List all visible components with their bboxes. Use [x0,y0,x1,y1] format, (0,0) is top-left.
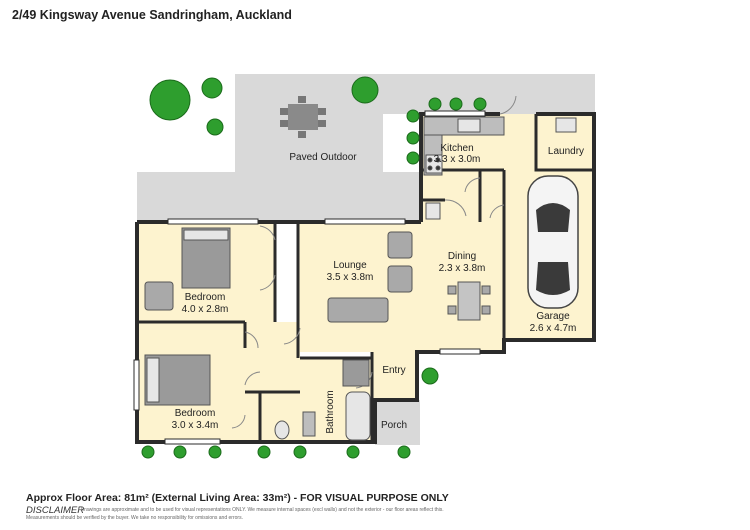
toilet [274,420,290,440]
porch-paving [375,400,420,445]
lounge-label: Lounge [333,260,367,271]
bedroom-divider [137,320,247,348]
entry-floor [372,352,417,400]
garage-label: Garage [536,311,570,322]
kitchen-label: Kitchen [440,143,473,154]
kitchen-fittings [423,116,577,220]
sofa [327,297,389,323]
door-swings [231,95,517,429]
floor-area-note: Approx Floor Area: 81m² (External Living… [26,492,449,504]
garage-dims: 2.6 x 4.7m [530,323,577,334]
kitchen-dims: 3.3 x 3.0m [434,154,481,165]
floor-plan: Paved Outdoor Kitchen 3.3 x 3.0m Laundry… [133,74,596,459]
armchair-2 [387,265,413,293]
kitchen-sink [457,118,481,133]
windows [133,110,486,445]
armchair-bedroom [144,281,174,311]
hall-floor [240,322,300,442]
lounge-dining-furniture [327,231,491,323]
vanity [302,411,316,437]
disclaimer-text-2: Measurements should be verified by the b… [26,515,243,521]
disclaimer-heading: DISCLAIMER [26,505,85,516]
laundry-tub [555,117,577,133]
room-labels: Paved Outdoor Kitchen 3.3 x 3.0m Laundry… [172,143,584,434]
armchair-1 [387,231,413,259]
bathroom-fittings [274,359,371,441]
bedroom2-label: Bedroom [175,408,216,419]
shower [342,359,370,387]
paved-rear-strip [137,172,420,222]
bedroom-furniture [144,227,231,406]
outdoor-table-set [280,96,326,138]
car [527,175,579,309]
entry-label: Entry [382,365,405,376]
bathroom-label: Bathroom [325,390,336,433]
fridge [425,202,441,220]
dining-table [457,281,481,321]
tree-large [149,79,191,121]
dining-dims: 2.3 x 3.8m [439,263,486,274]
disclaimer-text: | Drawings are approximate and to be use… [78,507,444,513]
plants [141,76,487,459]
shrub [206,118,224,136]
shrub [351,76,379,104]
bathtub [345,391,371,441]
laundry-label: Laundry [548,146,584,157]
paved-outdoor-label: Paved Outdoor [289,152,357,163]
lounge-dims: 3.5 x 3.8m [327,272,374,283]
dining-label: Dining [448,251,476,262]
kitchen-walls [421,114,594,340]
porch-label: Porch [381,420,407,431]
property-address-title: 2/49 Kingsway Avenue Sandringham, Auckla… [12,8,292,22]
bedroom2-dims: 3.0 x 3.4m [172,420,219,431]
shrub [201,77,223,99]
bedroom1-label: Bedroom [185,292,226,303]
bedroom1-dims: 4.0 x 2.8m [182,304,229,315]
paved-side-strip [383,74,595,114]
